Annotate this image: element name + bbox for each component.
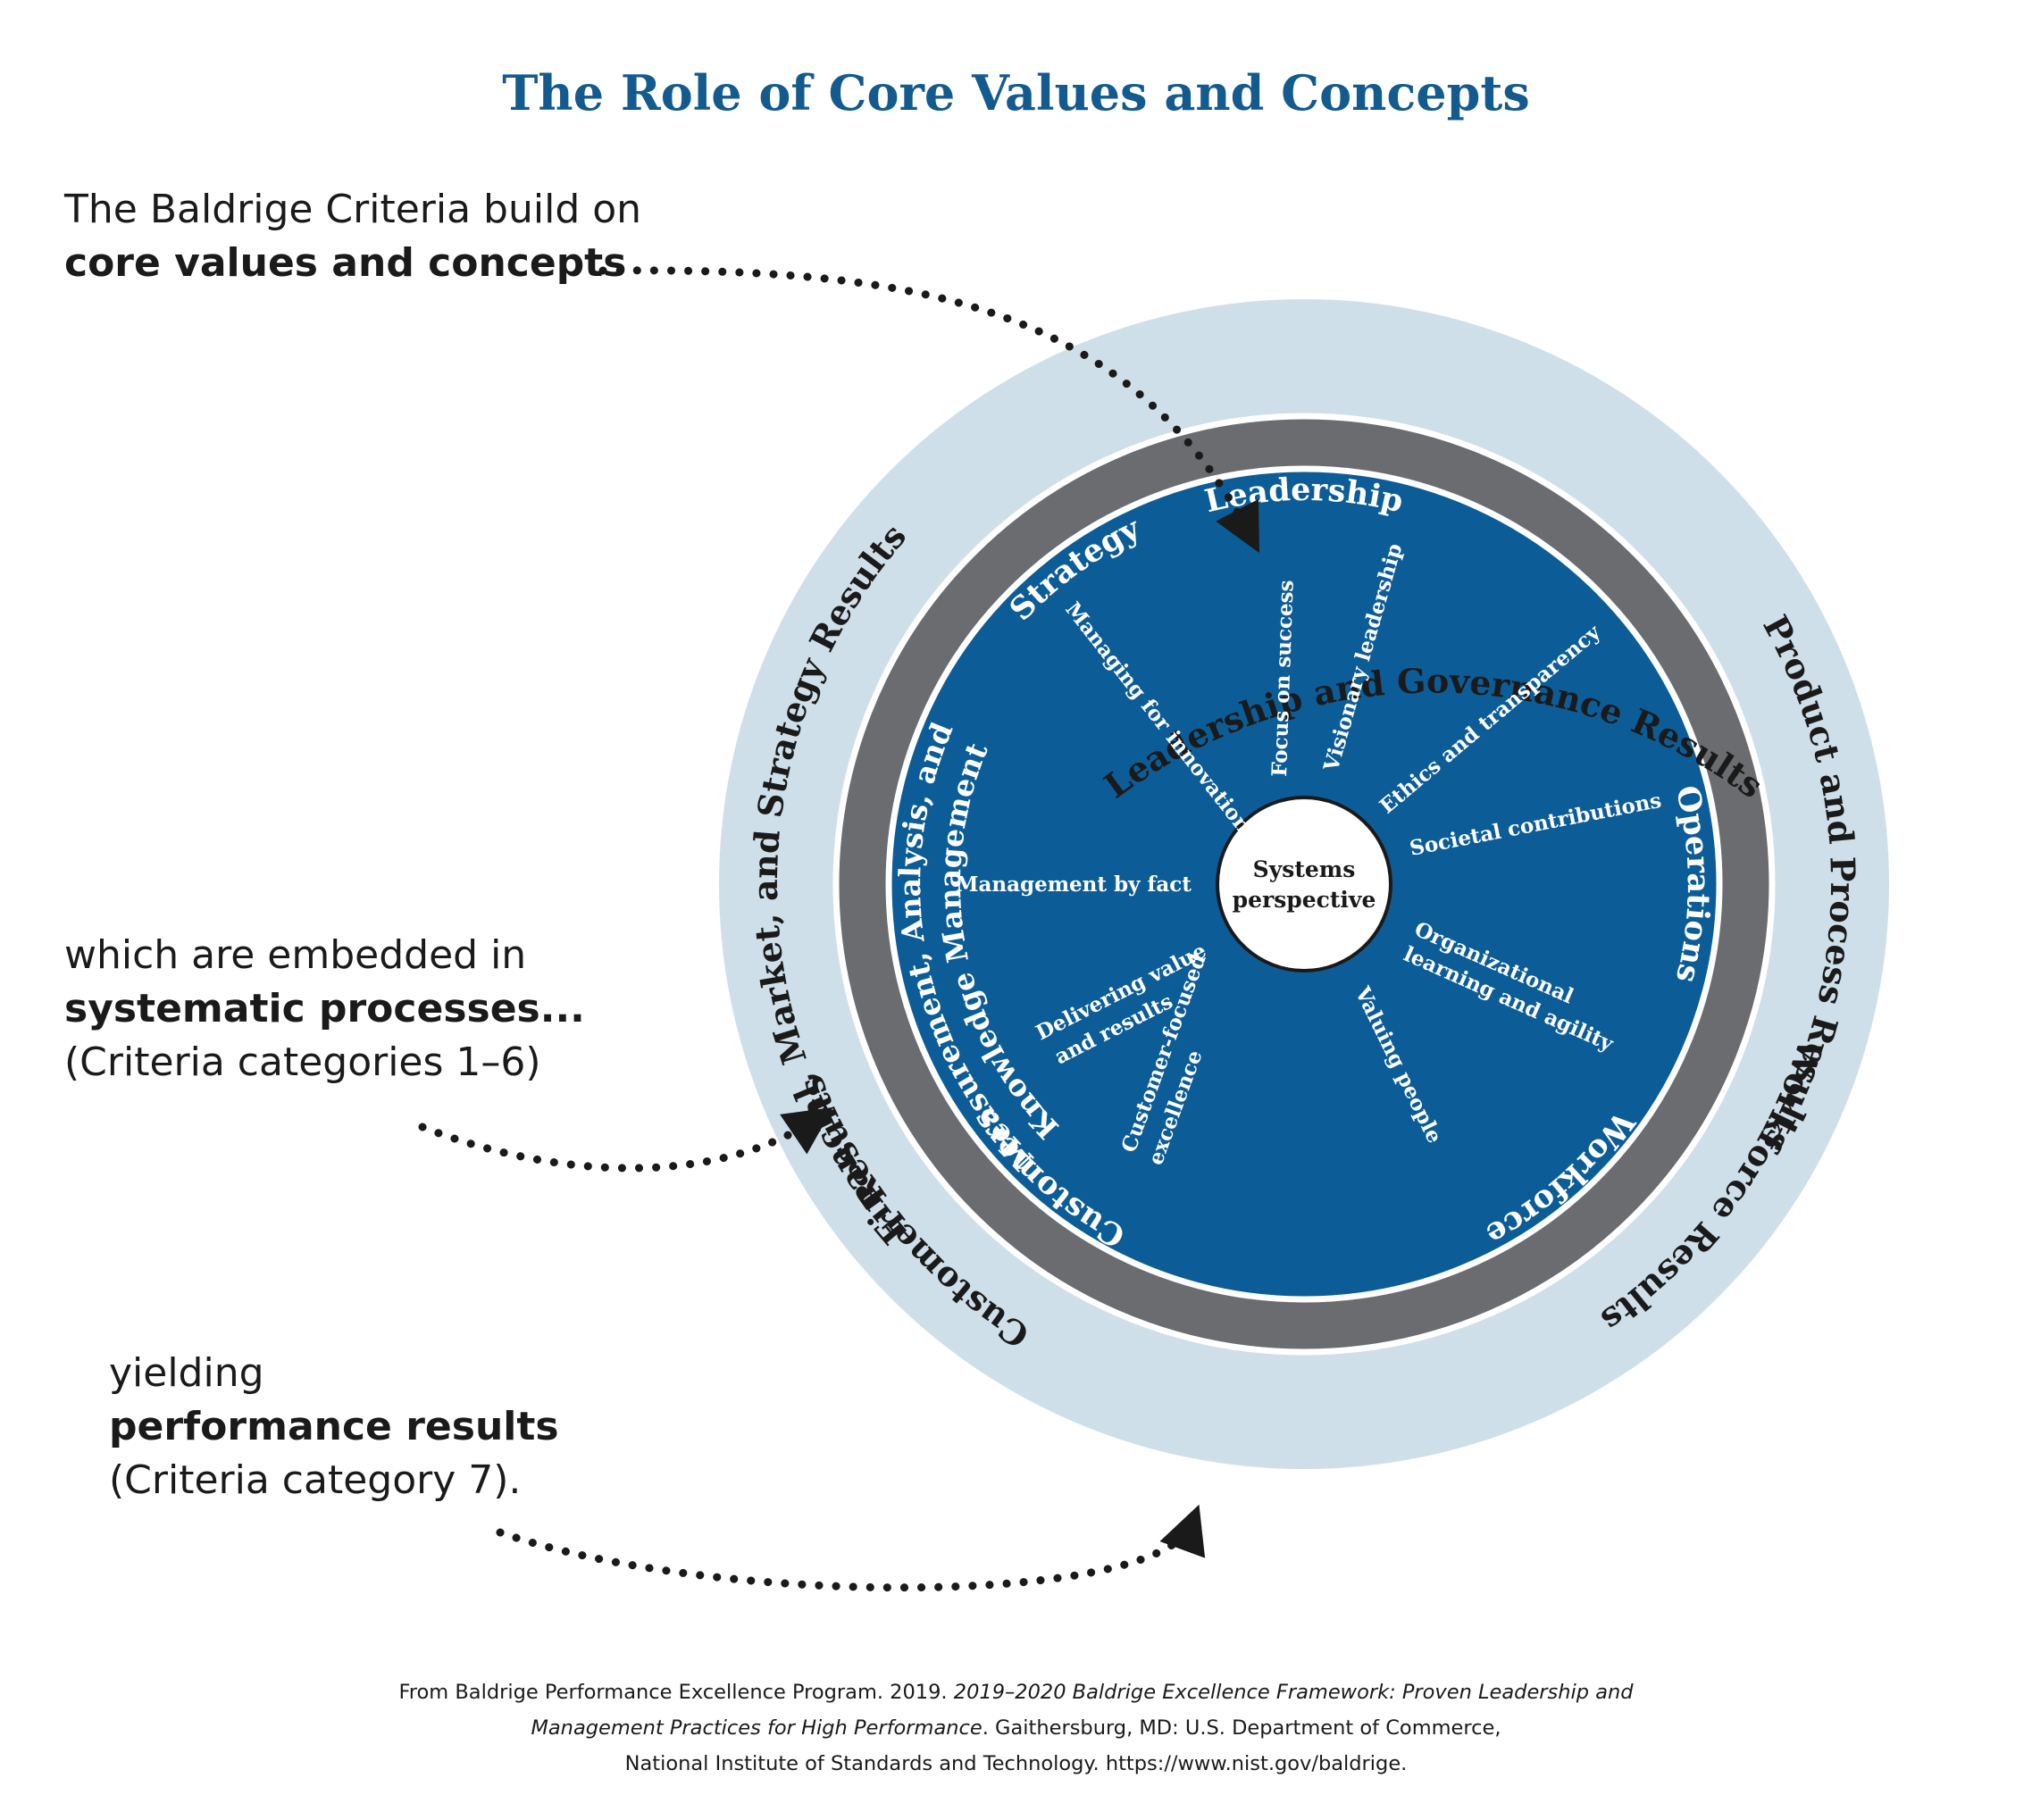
note-systematic-processes: which are embedded in systematic process…	[64, 929, 585, 1089]
center-label-line1: Systems	[1253, 856, 1356, 882]
core-value-management-by-fact: Management by fact	[956, 872, 1192, 897]
note-performance-bold: performance results	[109, 1404, 559, 1449]
note-performance-line3: (Criteria category 7).	[109, 1457, 522, 1503]
source-part1: From Baldrige Performance Excellence Pro…	[398, 1681, 954, 1704]
source-line3: National Institute of Standards and Tech…	[624, 1752, 1408, 1775]
source-line2: Management Practices for High Performanc…	[0, 1710, 2032, 1746]
note-performance-line1: yielding	[109, 1350, 264, 1396]
note-performance-results: yielding performance results (Criteria c…	[109, 1347, 559, 1507]
source-part2: . Gaithersburg, MD: U.S. Department of C…	[982, 1716, 1501, 1740]
arrow-performance-results	[496, 1504, 1205, 1592]
note-core-values: The Baldrige Criteria build on core valu…	[64, 183, 641, 290]
page-title: The Role of Core Values and Concepts	[502, 64, 1530, 121]
source-line1: From Baldrige Performance Excellence Pro…	[0, 1674, 2032, 1710]
note-core-values-line1: The Baldrige Criteria build on	[64, 187, 642, 232]
center-circle	[1216, 796, 1392, 973]
note-systematic-line1: which are embedded in	[64, 932, 527, 978]
center-label-line2: perspective	[1233, 887, 1376, 913]
note-core-values-bold: core values and concepts	[64, 240, 627, 286]
arrow-core-values	[598, 266, 1259, 554]
note-systematic-line3: (Criteria categories 1–6)	[64, 1039, 541, 1085]
note-systematic-bold: systematic processes...	[64, 986, 585, 1031]
arrow-systematic-processes	[418, 1106, 833, 1173]
source-italic1: 2019–2020 Baldrige Excellence Framework:…	[953, 1681, 1634, 1704]
source-citation: From Baldrige Performance Excellence Pro…	[0, 1674, 2032, 1782]
source-italic2: Management Practices for High Performanc…	[531, 1716, 983, 1740]
